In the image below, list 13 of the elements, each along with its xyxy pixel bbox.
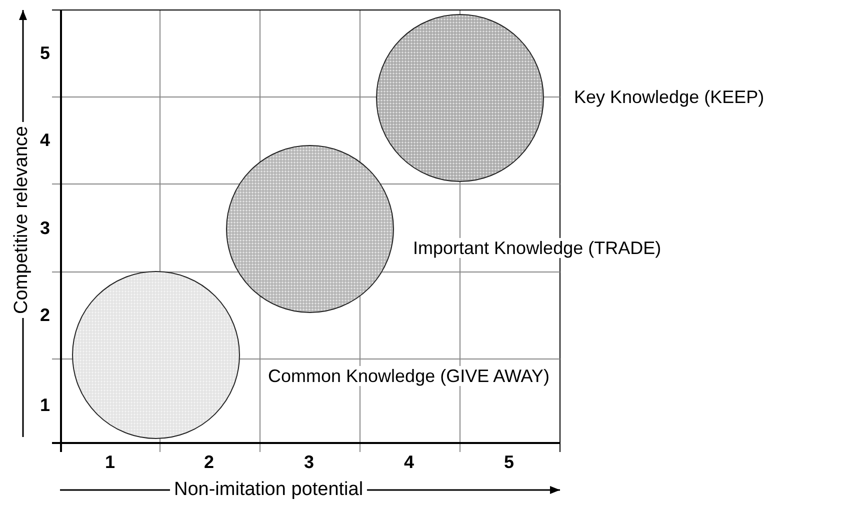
- tick-label: 1: [40, 395, 50, 415]
- bubble-label: Common Knowledge (GIVE AWAY): [266, 366, 552, 386]
- tick-label: 3: [304, 452, 314, 472]
- axis-title: Non-imitation potential: [170, 479, 368, 501]
- axis-title: Competitive relevance: [11, 122, 33, 318]
- tick-label: 2: [40, 305, 50, 325]
- tick-label: 5: [504, 452, 514, 472]
- tick-label: 2: [204, 452, 214, 472]
- tick-label: 4: [40, 130, 50, 150]
- tick-label: 5: [40, 43, 50, 63]
- tick-label: 4: [404, 452, 414, 472]
- tick-label: 3: [40, 218, 50, 238]
- tick-label: 1: [105, 452, 116, 472]
